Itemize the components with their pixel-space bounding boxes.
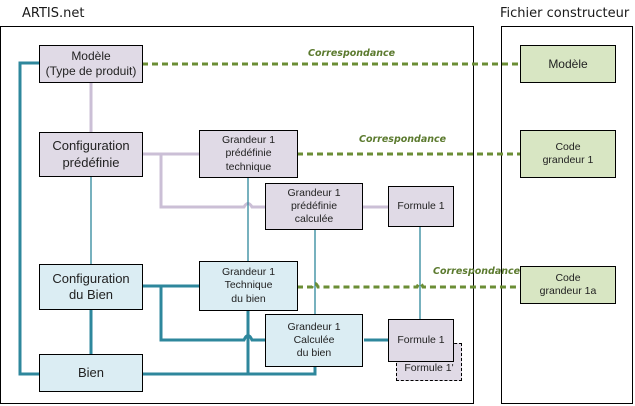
correspondance-link-grandeur-a bbox=[297, 282, 520, 289]
thin-instance-links bbox=[90, 177, 421, 319]
node-formule-du-bien[interactable]: Formule 1 bbox=[388, 319, 454, 362]
node-grandeur-calculee-du-bien[interactable]: Grandeur 1 Calculée du bien bbox=[265, 314, 363, 367]
node-grandeur-predefinie-technique[interactable]: Grandeur 1 prédéfinie technique bbox=[199, 130, 298, 178]
link-modele-bien bbox=[18, 61, 39, 376]
node-modele-type-produit[interactable]: Modèle (Type de produit) bbox=[39, 45, 143, 83]
artis-net-title: ARTIS.net bbox=[22, 6, 85, 21]
node-formule-predefinie[interactable]: Formule 1 bbox=[388, 186, 454, 227]
correspondance-links bbox=[142, 62, 520, 289]
node-ext-code-grandeur-1a[interactable]: Code grandeur 1a bbox=[520, 266, 616, 304]
node-configuration-predefinie[interactable]: Configuration prédéfinie bbox=[39, 132, 143, 177]
correspondance-label-modele: Correspondance bbox=[308, 48, 396, 59]
node-ext-modele[interactable]: Modèle bbox=[520, 45, 616, 83]
node-ext-code-grandeur-1[interactable]: Code grandeur 1 bbox=[520, 130, 616, 178]
node-grandeur-predefinie-calculee[interactable]: Grandeur 1 prédéfinie calculée bbox=[265, 183, 363, 230]
artis-net-frame bbox=[0, 26, 474, 404]
thick-instance-links bbox=[18, 61, 390, 376]
correspondance-label-grandeur: Correspondance bbox=[359, 134, 447, 145]
node-bien[interactable]: Bien bbox=[39, 354, 143, 392]
link-bien-grandeur-calc-bien bbox=[142, 366, 317, 376]
correspondance-label-grandeur-a: Correspondance bbox=[433, 266, 521, 277]
node-grandeur-technique-du-bien[interactable]: Grandeur 1 Technique du bien bbox=[199, 261, 298, 311]
fichier-constructeur-frame bbox=[501, 26, 633, 404]
node-configuration-du-bien[interactable]: Configuration du Bien bbox=[39, 264, 143, 310]
fichier-constructeur-title: Fichier constructeur bbox=[500, 6, 630, 21]
